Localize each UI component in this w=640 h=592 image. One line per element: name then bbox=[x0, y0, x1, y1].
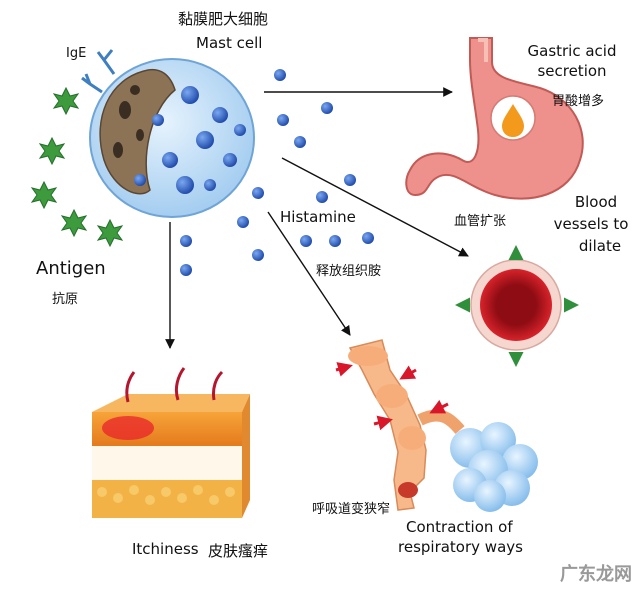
watermark: 广东龙网 bbox=[560, 564, 632, 585]
mast-cell-label-en: Mast cell bbox=[196, 34, 263, 52]
blood-label-line3: dilate bbox=[578, 237, 622, 255]
histamine-granules bbox=[180, 69, 374, 276]
stomach-illustration bbox=[405, 37, 584, 200]
histamine-label-en: Histamine bbox=[280, 208, 356, 226]
blood-label-line2: vessels to bbox=[553, 215, 629, 233]
mast-cell-illustration bbox=[81, 49, 255, 218]
antigen-particles bbox=[30, 86, 124, 248]
ige-label: IgE bbox=[66, 46, 87, 61]
blood-label-zh: 血管扩张 bbox=[454, 214, 507, 229]
gastric-label-line2: secretion bbox=[537, 62, 607, 80]
itchiness-label-en: Itchiness bbox=[132, 540, 199, 558]
blood-label-line1: Blood bbox=[574, 193, 618, 211]
mast-cell-label-zh: 黏膜肥大细胞 bbox=[178, 10, 269, 28]
blood-vessel-illustration bbox=[455, 245, 579, 367]
histamine-label-zh: 释放组织胺 bbox=[316, 264, 382, 279]
respiratory-label-line1: Contraction of bbox=[406, 518, 513, 536]
itchiness-label-zh: 皮肤瘙痒 bbox=[208, 542, 269, 560]
respiratory-illustration bbox=[335, 339, 538, 512]
respiratory-label-line2: respiratory ways bbox=[398, 538, 523, 556]
skin-illustration bbox=[92, 367, 250, 518]
respiratory-label-zh: 呼吸道变狭窄 bbox=[312, 502, 391, 517]
gastric-label-line1: Gastric acid bbox=[527, 42, 617, 60]
gastric-label-zh: 胃酸增多 bbox=[552, 94, 605, 109]
antigen-label-en: Antigen bbox=[36, 258, 106, 279]
pathway-arrows bbox=[165, 87, 469, 349]
antigen-label-zh: 抗原 bbox=[52, 292, 79, 307]
